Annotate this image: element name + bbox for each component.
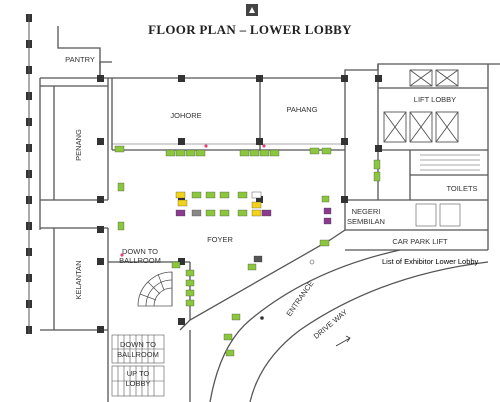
booth-marker [120, 253, 124, 257]
booth-marker [185, 279, 195, 287]
spiral-staircase [137, 271, 173, 307]
label-ballroom-bottom: BALLROOM [117, 350, 159, 359]
booth-marker [175, 149, 186, 157]
booth-marker [373, 171, 381, 182]
room-label-pahang: PAHANG [286, 105, 317, 114]
booth-marker [321, 195, 330, 203]
booth-marker [323, 217, 332, 225]
booth-marker [237, 191, 248, 199]
room-label-kelantan: KELANTAN [74, 260, 83, 299]
booth-marker [117, 221, 125, 231]
drive-way-arrow-icon [335, 335, 351, 347]
booth-marker [219, 191, 230, 199]
booth-marker [191, 191, 202, 199]
booth-marker [185, 149, 196, 157]
booth-marker [247, 263, 257, 271]
room-label-penang: PENANG [74, 129, 83, 161]
booth-marker [185, 299, 195, 307]
label-entrance: ENTRANCE [284, 279, 315, 318]
service-fixtures [415, 154, 480, 227]
booth-marker [309, 147, 320, 155]
booth-marker [204, 144, 208, 148]
room-label-foyer: FOYER [207, 235, 233, 244]
room-label-pantry: PANTRY [65, 55, 95, 64]
label-lobby: LOBBY [125, 379, 150, 388]
booth-marker [259, 149, 270, 157]
exhibitor-list-caption: List of Exhibitor Lower Lobby [382, 257, 479, 266]
booth-marker [249, 149, 260, 157]
booth-marker [262, 144, 266, 148]
booth-marker [251, 201, 262, 209]
label-down-to-bottom: DOWN TO [120, 340, 156, 349]
label-down-to: DOWN TO [122, 247, 158, 256]
booth-marker [251, 191, 262, 199]
structural-columns [97, 75, 382, 333]
booth-marker [205, 191, 216, 199]
booth-marker [231, 313, 241, 321]
booth-marker [171, 261, 181, 269]
booth-marker [185, 289, 195, 297]
straight-stairs [111, 334, 165, 397]
label-ballroom: BALLROOM [119, 256, 161, 265]
booth-marker [319, 239, 330, 247]
booth-marker [251, 209, 262, 217]
booth-marker [219, 209, 230, 217]
booth-marker [373, 159, 381, 170]
room-label-lift-lobby: LIFT LOBBY [414, 95, 456, 104]
lift-shafts [383, 69, 459, 143]
building-walls [39, 26, 500, 402]
label-drive-way: DRIVE WAY [312, 307, 349, 340]
booth-marker [177, 199, 188, 207]
room-label-johore: JOHORE [170, 111, 201, 120]
booth-marker [205, 209, 216, 217]
booth-marker [253, 255, 263, 263]
booth-marker [309, 259, 315, 265]
booth-marker [321, 147, 332, 155]
booth-marker [269, 149, 280, 157]
booth-marker [195, 149, 206, 157]
booth-marker [225, 349, 235, 357]
booth-marker [239, 149, 250, 157]
room-label-toilets: TOILETS [446, 184, 477, 193]
booth-marker [191, 209, 202, 217]
booth-markers [114, 144, 381, 357]
booth-marker [223, 333, 233, 341]
room-label-sembilan: SEMBILAN [347, 217, 385, 226]
room-label-negeri: NEGERI [352, 207, 381, 216]
booth-marker [117, 182, 125, 192]
room-label-car-park-lift: CAR PARK LIFT [392, 237, 448, 246]
hotel-logo-icon [246, 4, 258, 16]
booth-marker [114, 145, 125, 153]
booth-marker [185, 269, 195, 277]
booth-marker [237, 209, 248, 217]
plan-title: FLOOR PLAN – LOWER LOBBY [148, 22, 352, 37]
label-up-to: UP TO [127, 369, 150, 378]
booth-marker [165, 149, 176, 157]
booth-marker [175, 191, 186, 199]
booth-marker [175, 209, 186, 217]
booth-marker [260, 316, 264, 320]
booth-marker [323, 207, 332, 215]
booth-marker [261, 209, 272, 217]
